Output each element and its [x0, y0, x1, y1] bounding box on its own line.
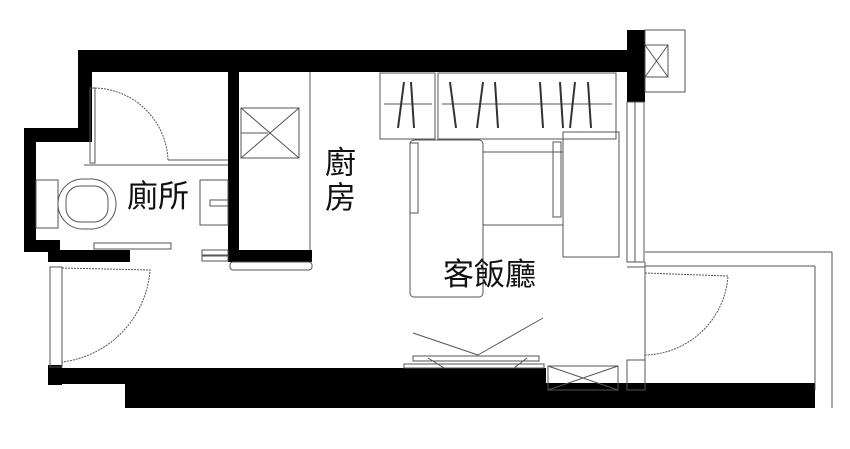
entrance-door-swing: [61, 267, 151, 363]
bottom-wall-outer: [125, 383, 815, 408]
fixtures: [35, 29, 833, 408]
toilet-left-wall: [24, 128, 36, 252]
top-wall: [78, 50, 630, 72]
basin: [199, 179, 229, 226]
wardrobe-right: [437, 72, 617, 140]
corner-column: [627, 30, 645, 102]
room-label-living-dining: 客飯廳: [443, 257, 536, 293]
balcony-door-swing: [644, 272, 729, 356]
toilet-upper-left-wall: [78, 50, 92, 142]
toilet-bottom-wall: [48, 250, 130, 262]
room-label-toilet: 廁所: [127, 179, 189, 215]
toilet-bowl: [57, 178, 117, 230]
cabinet: [562, 131, 620, 258]
table: [482, 151, 564, 226]
ac-unit: [547, 365, 619, 391]
bottom-wall: [48, 368, 546, 384]
toilet-bottom-left-wall: [24, 240, 60, 252]
tv-unit: [412, 355, 540, 362]
room-label-kitchen: 廚房: [319, 146, 355, 216]
hangers: [397, 81, 592, 129]
toilet-bump-top-wall: [24, 128, 92, 142]
wardrobe-left: [379, 72, 436, 140]
kitchen-bottom-wall: [228, 250, 312, 262]
kitchen-partition-wall: [228, 72, 239, 262]
walls: [24, 30, 815, 408]
toilet-door-swing: [94, 87, 169, 161]
toilet-door-leaf: [89, 87, 96, 164]
duct: [644, 29, 686, 93]
